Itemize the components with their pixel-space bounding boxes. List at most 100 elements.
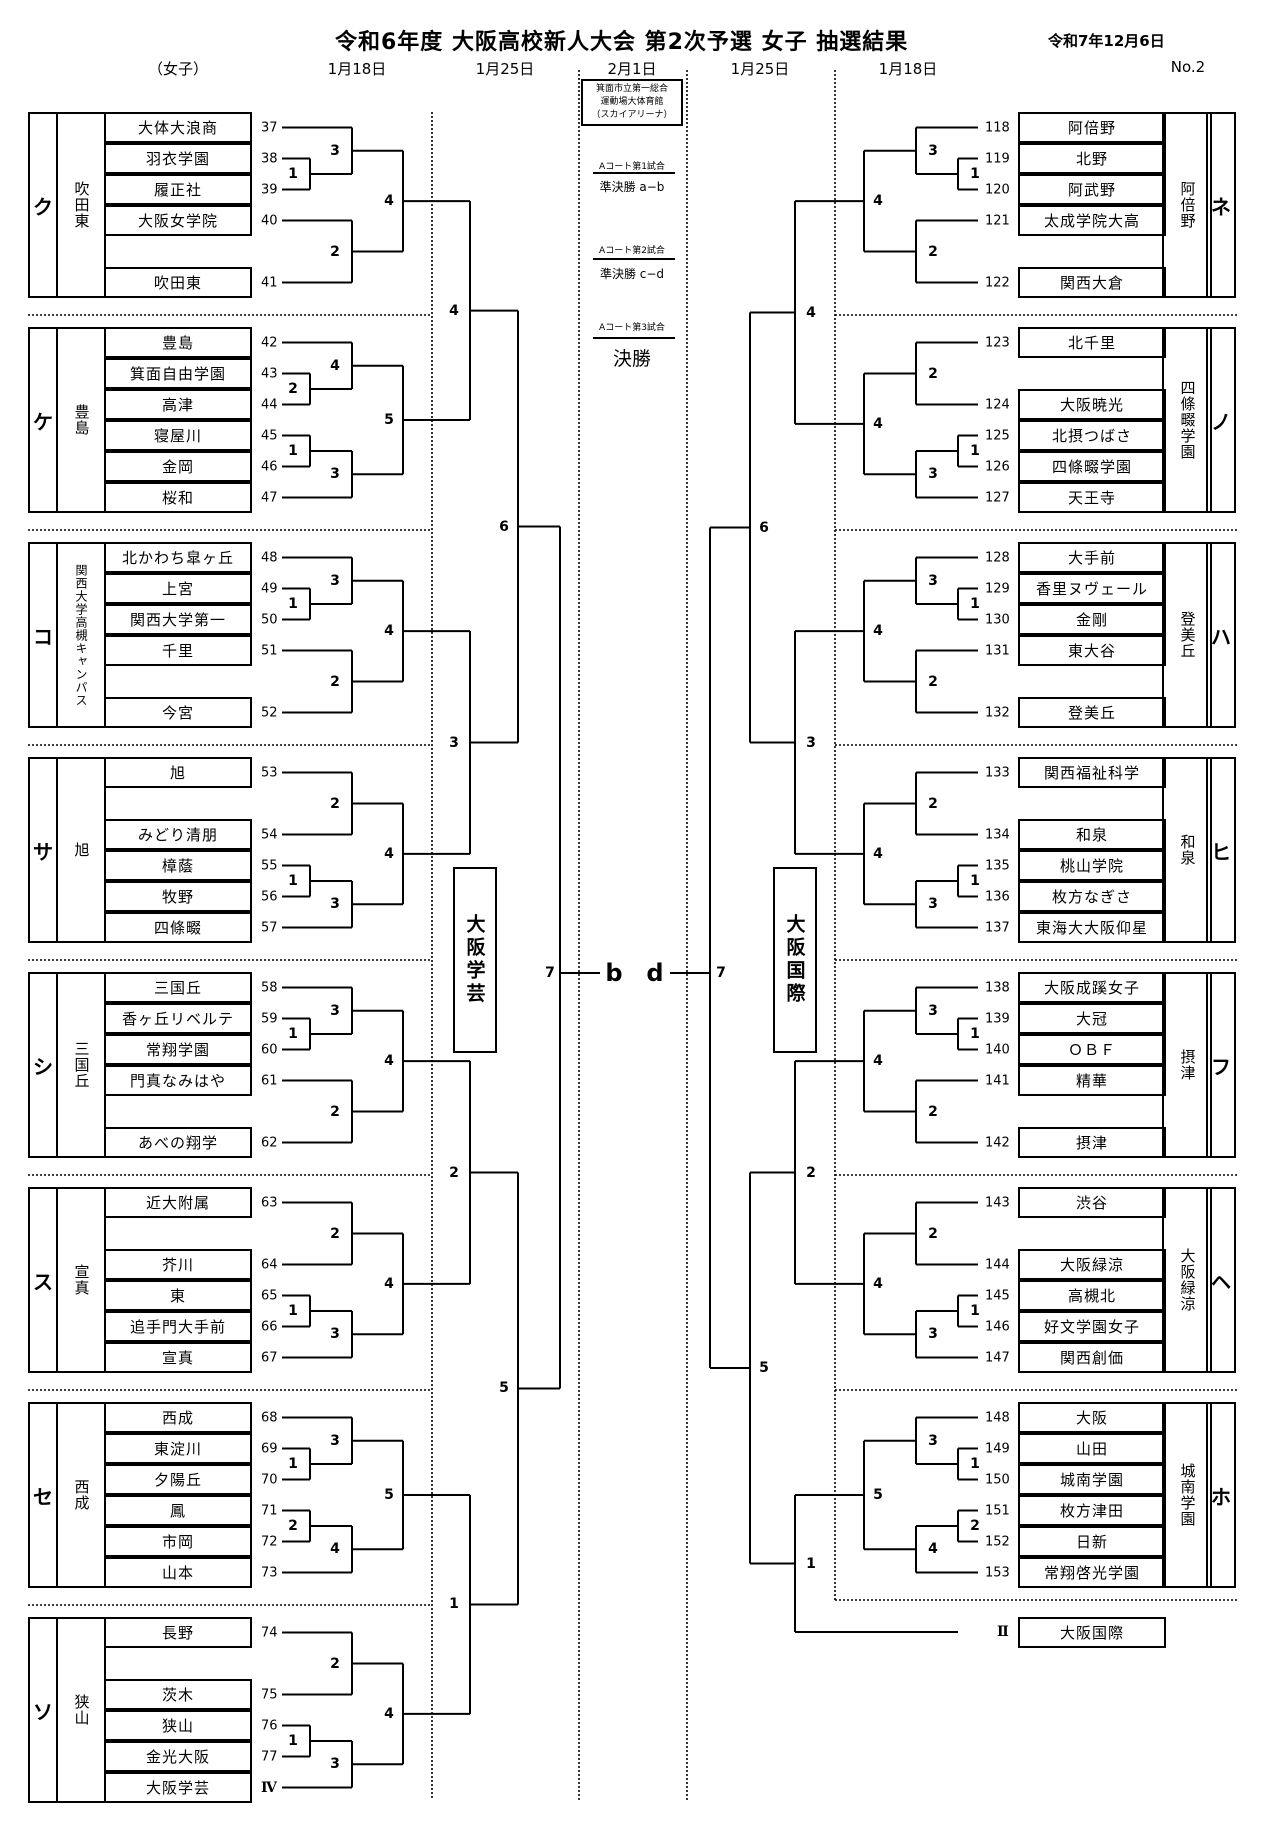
- team-name-cell: 大阪学芸: [104, 1772, 252, 1803]
- team-name-cell: 近大附属: [104, 1187, 252, 1218]
- team-name-cell: 北野: [1018, 143, 1166, 174]
- block-host-cell: 宣真: [56, 1187, 106, 1373]
- team-draw-number: 142: [985, 1135, 1010, 1150]
- team-draw-number: 151: [985, 1503, 1010, 1518]
- round-label: 3: [330, 466, 340, 483]
- round-label: 1: [970, 1303, 980, 1319]
- block-host-name: 関西大学高槻キャンパス: [74, 563, 88, 707]
- round-label: 4: [449, 302, 459, 319]
- block-host-name: 吹田東: [72, 181, 91, 229]
- block-host-cell: 西成: [56, 1402, 106, 1588]
- left-semifinal-slot: b: [605, 959, 623, 987]
- team-draw-number: 72: [261, 1534, 278, 1549]
- team-draw-number: 63: [261, 1195, 278, 1210]
- column-date-3: 2月1日: [607, 60, 657, 78]
- round-label: 1: [970, 873, 980, 889]
- right-seed-name: 大阪国際: [783, 914, 806, 1006]
- round-label: 4: [330, 1541, 340, 1558]
- team-draw-number: 143: [985, 1195, 1010, 1210]
- team-draw-number: 147: [985, 1350, 1010, 1365]
- right-semifinal-slot: d: [646, 959, 664, 987]
- team-draw-number: 130: [985, 612, 1010, 627]
- team-name-cell: 牧野: [104, 881, 252, 912]
- team-name-cell: 千里: [104, 635, 252, 666]
- block-host-name: 宣真: [72, 1264, 91, 1296]
- team-name-cell: 北千里: [1018, 327, 1166, 358]
- team-draw-number: 62: [261, 1135, 278, 1150]
- team-draw-number: 124: [985, 397, 1010, 412]
- team-name-cell: 三国丘: [104, 972, 252, 1003]
- block-host-cell: 四條畷学園: [1162, 327, 1212, 513]
- team-name-cell: 太成学院大高: [1018, 205, 1166, 236]
- round-label: 4: [384, 193, 394, 210]
- team-name-cell: 四條畷学園: [1018, 451, 1166, 482]
- round-label: 2: [330, 673, 340, 690]
- team-name-cell: ＯＢＦ: [1018, 1034, 1166, 1065]
- round-label: 2: [330, 1225, 340, 1242]
- round-label: 4: [384, 1275, 394, 1292]
- team-name-cell: 夕陽丘: [104, 1464, 252, 1495]
- column-date-2: 1月25日: [475, 60, 535, 78]
- team-name-cell: 長野: [104, 1617, 252, 1648]
- round-label: 2: [928, 365, 938, 382]
- round-label: 4: [873, 415, 883, 432]
- round-label: 4: [384, 1705, 394, 1722]
- team-name-cell: 吹田東: [104, 267, 252, 298]
- block-host-cell: 摂津: [1162, 972, 1212, 1158]
- team-name-cell: 関西大倉: [1018, 267, 1166, 298]
- block-host-name: 三国丘: [72, 1041, 91, 1089]
- team-draw-number: 64: [261, 1257, 278, 1272]
- round-label: 2: [288, 1518, 298, 1534]
- team-name-cell: 天王寺: [1018, 482, 1166, 513]
- team-draw-number: 45: [261, 428, 278, 443]
- round-label: 3: [928, 896, 938, 913]
- round-label: 3: [928, 466, 938, 483]
- team-draw-number: 67: [261, 1350, 278, 1365]
- block-host-cell: 狭山: [56, 1617, 106, 1803]
- block-host-cell: 関西大学高槻キャンパス: [56, 542, 106, 728]
- round-label: 2: [449, 1164, 459, 1181]
- team-name-cell: 今宮: [104, 697, 252, 728]
- team-draw-number: 134: [985, 827, 1010, 842]
- team-draw-number: 126: [985, 459, 1010, 474]
- team-draw-number: 128: [985, 550, 1010, 565]
- round-label: 3: [330, 1002, 340, 1019]
- issue-date: 令和7年12月6日: [1048, 32, 1165, 50]
- block-letter-cell: サ: [28, 757, 58, 943]
- round-label: 2: [928, 1103, 938, 1120]
- block-host-name: 豊島: [72, 404, 91, 436]
- team-draw-number: 47: [261, 490, 278, 505]
- divider: [593, 258, 675, 260]
- round-label: 3: [449, 734, 459, 751]
- divider: [593, 172, 675, 174]
- round-label: 4: [806, 304, 816, 321]
- match-3-label: 決勝: [612, 348, 651, 370]
- team-name-cell: 阿武野: [1018, 174, 1166, 205]
- team-draw-number: 50: [261, 612, 278, 627]
- team-name-cell: 大手前: [1018, 542, 1166, 573]
- round-label: 1: [288, 443, 298, 459]
- round-label: 2: [928, 243, 938, 260]
- team-draw-number: 53: [261, 765, 278, 780]
- team-name-cell: 追手門大手前: [104, 1311, 252, 1342]
- round-label: 3: [928, 1432, 938, 1449]
- block-letter-cell: ス: [28, 1187, 58, 1373]
- match-3-court: Aコート第3試合: [599, 323, 665, 333]
- round-label: 4: [384, 623, 394, 640]
- team-draw-number: 46: [261, 459, 278, 474]
- team-name-cell: 芥川: [104, 1249, 252, 1280]
- team-draw-number: 66: [261, 1319, 278, 1334]
- round-label: 5: [499, 1380, 509, 1397]
- round-label: 4: [873, 193, 883, 210]
- round-label: 2: [330, 795, 340, 812]
- team-name-cell: 阿倍野: [1018, 112, 1166, 143]
- team-draw-number: 152: [985, 1534, 1010, 1549]
- block-host-name: 城南学園: [1178, 1463, 1197, 1527]
- team-name-cell: 渋谷: [1018, 1187, 1166, 1218]
- block-letter-cell: ヘ: [1206, 1187, 1236, 1373]
- divider: [593, 337, 675, 339]
- round-label: 3: [928, 142, 938, 159]
- block-host-cell: 阿倍野: [1162, 112, 1212, 298]
- match-1-label: 準決勝 a−b: [599, 180, 665, 194]
- block-host-name: 阿倍野: [1178, 181, 1197, 229]
